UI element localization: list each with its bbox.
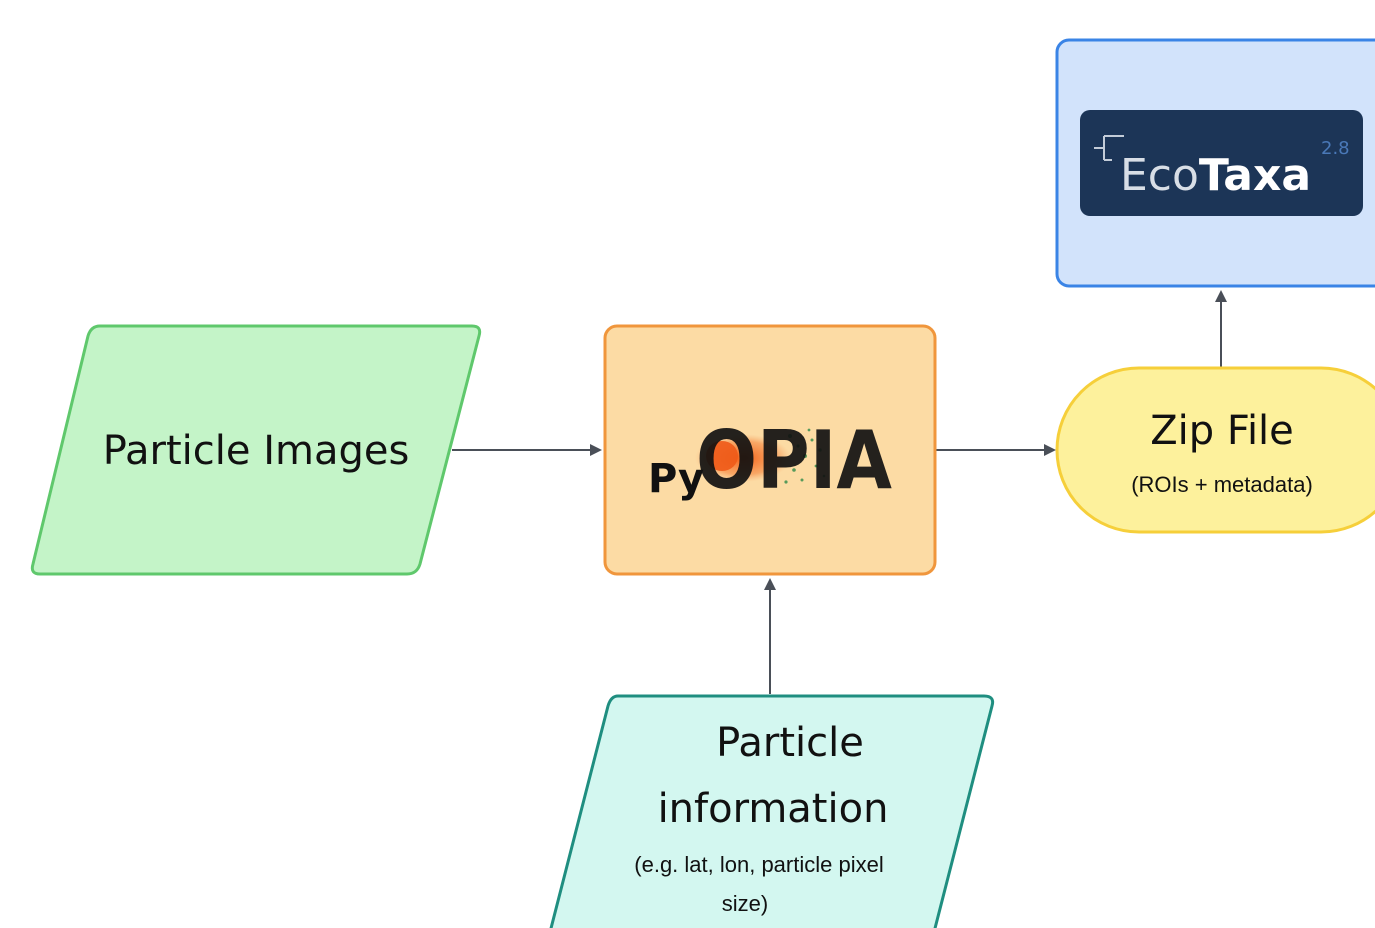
particle-information-label-line2: information xyxy=(658,786,889,832)
pyopia-logo: Py OPIA xyxy=(648,414,892,507)
edges xyxy=(452,290,1227,694)
zip-file-label: Zip File xyxy=(1150,408,1294,454)
particle-information-label-line1: Particle xyxy=(716,720,864,766)
pyopia-logo-main: OPIA xyxy=(696,414,892,507)
ecotaxa-node[interactable]: EcoTaxa 2.8 xyxy=(1055,38,1375,288)
zip-file-sublabel: (ROIs + metadata) xyxy=(1131,472,1313,497)
ecotaxa-version: 2.8 xyxy=(1321,138,1350,159)
particle-images-label: Particle Images xyxy=(103,428,410,474)
ecotaxa-logo: EcoTaxa 2.8 xyxy=(1080,110,1363,216)
ecotaxa-tree-icon xyxy=(1094,135,1124,161)
particle-information-sublabel-line1: (e.g. lat, lon, particle pixel xyxy=(634,852,883,877)
particle-images-node[interactable]: Particle Images xyxy=(30,324,482,576)
particle-information-sublabel-line2: size) xyxy=(722,891,768,916)
particle-information-shape xyxy=(549,694,995,928)
pyopia-node[interactable]: Py OPIA xyxy=(603,324,937,576)
svg-text:EcoTaxa: EcoTaxa xyxy=(1120,150,1311,201)
zip-file-shape xyxy=(1055,366,1375,534)
ecotaxa-logo-light: Eco xyxy=(1120,150,1199,201)
ecotaxa-logo-bold: Taxa xyxy=(1199,150,1311,201)
zip-file-node[interactable]: Zip File (ROIs + metadata) xyxy=(1055,366,1375,534)
particle-information-node[interactable]: Particle information (e.g. lat, lon, par… xyxy=(548,694,995,928)
particle-images-shape xyxy=(30,324,482,576)
pyopia-logo-prefix: Py xyxy=(648,456,704,502)
